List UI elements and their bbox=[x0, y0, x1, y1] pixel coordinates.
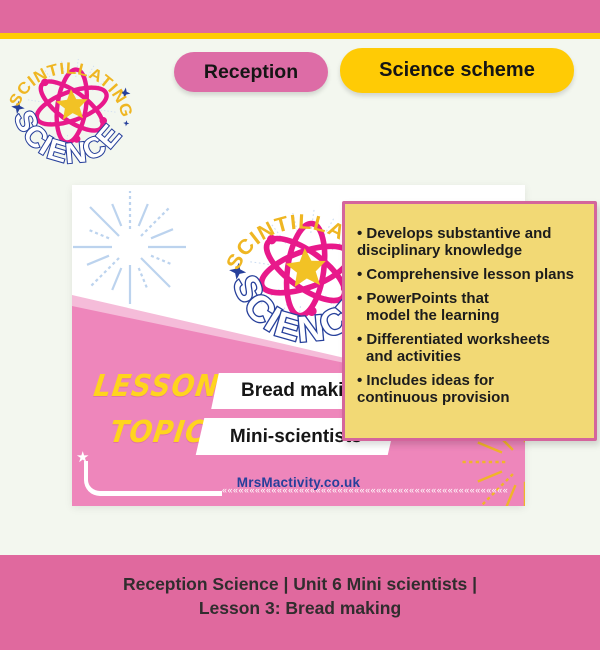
note-line: • PowerPoints that bbox=[357, 290, 489, 307]
footer-breadcrumb-line2: Lesson 3: Bread making bbox=[198, 598, 402, 618]
website-link[interactable]: MrsMactivity.co.uk bbox=[236, 475, 361, 490]
chevron-pattern: ««««««««««««««««««««««««««««««««««««««««… bbox=[222, 485, 509, 495]
tag-reception[interactable]: Reception bbox=[174, 52, 328, 92]
star-icon bbox=[55, 89, 88, 120]
note-item: • Includes ideas for continuous provisio… bbox=[357, 372, 586, 406]
tag-reception-label: Reception bbox=[203, 60, 299, 83]
note-line: continuous provision bbox=[357, 389, 510, 406]
note-line: and activities bbox=[366, 348, 462, 365]
footer-bar: Reception Science | Unit 6 Mini scientis… bbox=[0, 555, 600, 650]
note-item: • Differentiated worksheets and activiti… bbox=[357, 331, 586, 365]
note-item: • Develops substantive and disciplinary … bbox=[357, 225, 586, 259]
feature-note: • Develops substantive and disciplinary … bbox=[342, 201, 597, 441]
note-line: • Differentiated worksheets bbox=[357, 331, 550, 348]
lesson-label: LESSON: bbox=[91, 369, 234, 404]
note-item: • PowerPoints that model the learning bbox=[357, 290, 586, 324]
scintillating-science-logo[interactable]: SCINTILLATING SCIENCE bbox=[0, 27, 149, 181]
note-line: • Includes ideas for bbox=[357, 372, 494, 389]
footer-breadcrumb-line1: Reception Science | Unit 6 Mini scientis… bbox=[122, 574, 478, 594]
star-icon bbox=[285, 248, 326, 287]
sparkle-icons bbox=[11, 87, 131, 127]
tag-science-scheme-label: Science scheme bbox=[379, 59, 535, 81]
electron-dots bbox=[41, 78, 108, 143]
note-line: • Develops substantive and bbox=[357, 225, 552, 242]
starburst-icon bbox=[73, 191, 186, 304]
logo-svg: SCINTILLATING SCIENCE bbox=[0, 51, 142, 179]
note-line: model the learning bbox=[366, 307, 500, 324]
header-accent-strip bbox=[0, 33, 600, 39]
swoosh-line bbox=[84, 461, 222, 496]
note-item: • Comprehensive lesson plans bbox=[357, 266, 586, 283]
note-line: disciplinary knowledge bbox=[357, 242, 523, 259]
header-bar bbox=[0, 0, 600, 33]
tag-science-scheme[interactable]: Science scheme bbox=[340, 48, 574, 93]
note-line: • Comprehensive lesson plans bbox=[357, 266, 574, 283]
